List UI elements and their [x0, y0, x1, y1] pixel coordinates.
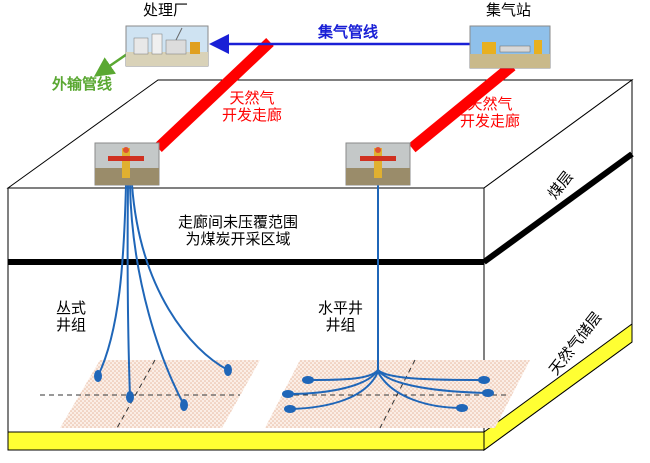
cluster-well-path-3 [129, 184, 185, 406]
label-corridor-right-line2: 开发走廊 [460, 112, 521, 131]
label-coal-note: 走廊间未压覆范围 为煤炭开采区域 [178, 213, 299, 249]
label-corridor-right-line1: 天然气 [467, 95, 513, 113]
cluster-well-group [97, 184, 229, 406]
horizontal-well-end-2 [282, 390, 294, 398]
cluster-well-zone [60, 360, 260, 428]
cluster-well-end-2 [126, 391, 134, 403]
cluster-well-end-1 [94, 370, 102, 382]
horizontal-well-right-1 [377, 369, 485, 381]
processing-plant-photo [125, 25, 209, 67]
label-horizontal-well-line2: 井组 [325, 316, 356, 335]
horizontal-well-end-4 [478, 376, 490, 384]
export-pipeline-arrow [93, 50, 131, 77]
cluster-well-path-2 [126, 184, 131, 398]
zone-dash-2 [116, 359, 156, 429]
horizontal-well-end-1 [302, 376, 314, 384]
horizontal-well-left-3 [289, 371, 379, 410]
horizontal-well-end-5 [482, 389, 494, 397]
reservoir-layer-side [483, 323, 633, 451]
wellhead-photo-right [345, 142, 411, 186]
label-cluster-well-line2: 井组 [56, 316, 87, 335]
gas-corridor-right [408, 61, 516, 153]
label-corridor-left-line1: 天然气 [229, 89, 275, 107]
label-cluster-well-line1: 丛式 [56, 299, 87, 317]
reservoir-layer-front [7, 431, 485, 451]
cluster-well-path-1 [97, 184, 127, 377]
horizontal-well-right-3 [377, 371, 463, 409]
horizontal-well-right-2 [377, 369, 489, 394]
cluster-well-path-4 [131, 184, 229, 371]
label-corridor-left: 天然气 开发走廊 [222, 89, 283, 125]
cluster-well-end-4 [224, 364, 232, 376]
label-horizontal-well: 水平井 井组 [318, 299, 364, 335]
label-gathering-pipeline: 集气管线 [318, 23, 379, 41]
label-coal-note-line2: 为煤炭开采区域 [185, 230, 291, 249]
horizontal-well-end-6 [456, 404, 468, 412]
gathering-station-photo [469, 25, 551, 69]
horizontal-well-end-3 [284, 405, 296, 413]
label-horizontal-well-line1: 水平井 [318, 299, 364, 317]
coal-seam-side [482, 151, 634, 265]
cluster-well-end-3 [180, 399, 188, 411]
label-corridor-right: 天然气 开发走廊 [460, 95, 521, 131]
label-gathering-station: 集气站 [486, 1, 532, 19]
zone-dash-4 [379, 359, 416, 429]
label-corridor-left-line2: 开发走廊 [222, 106, 283, 125]
gas-corridor-left [154, 38, 274, 152]
label-export-pipeline: 外输管线 [52, 75, 113, 93]
label-coal-note-line1: 走廊间未压覆范围 [178, 213, 299, 231]
horizontal-well-left-2 [287, 369, 379, 395]
label-processing-plant: 处理厂 [143, 1, 189, 19]
label-cluster-well: 丛式 井组 [56, 299, 87, 335]
horizontal-well-group [287, 185, 489, 410]
wellhead-photo-left [94, 142, 160, 186]
